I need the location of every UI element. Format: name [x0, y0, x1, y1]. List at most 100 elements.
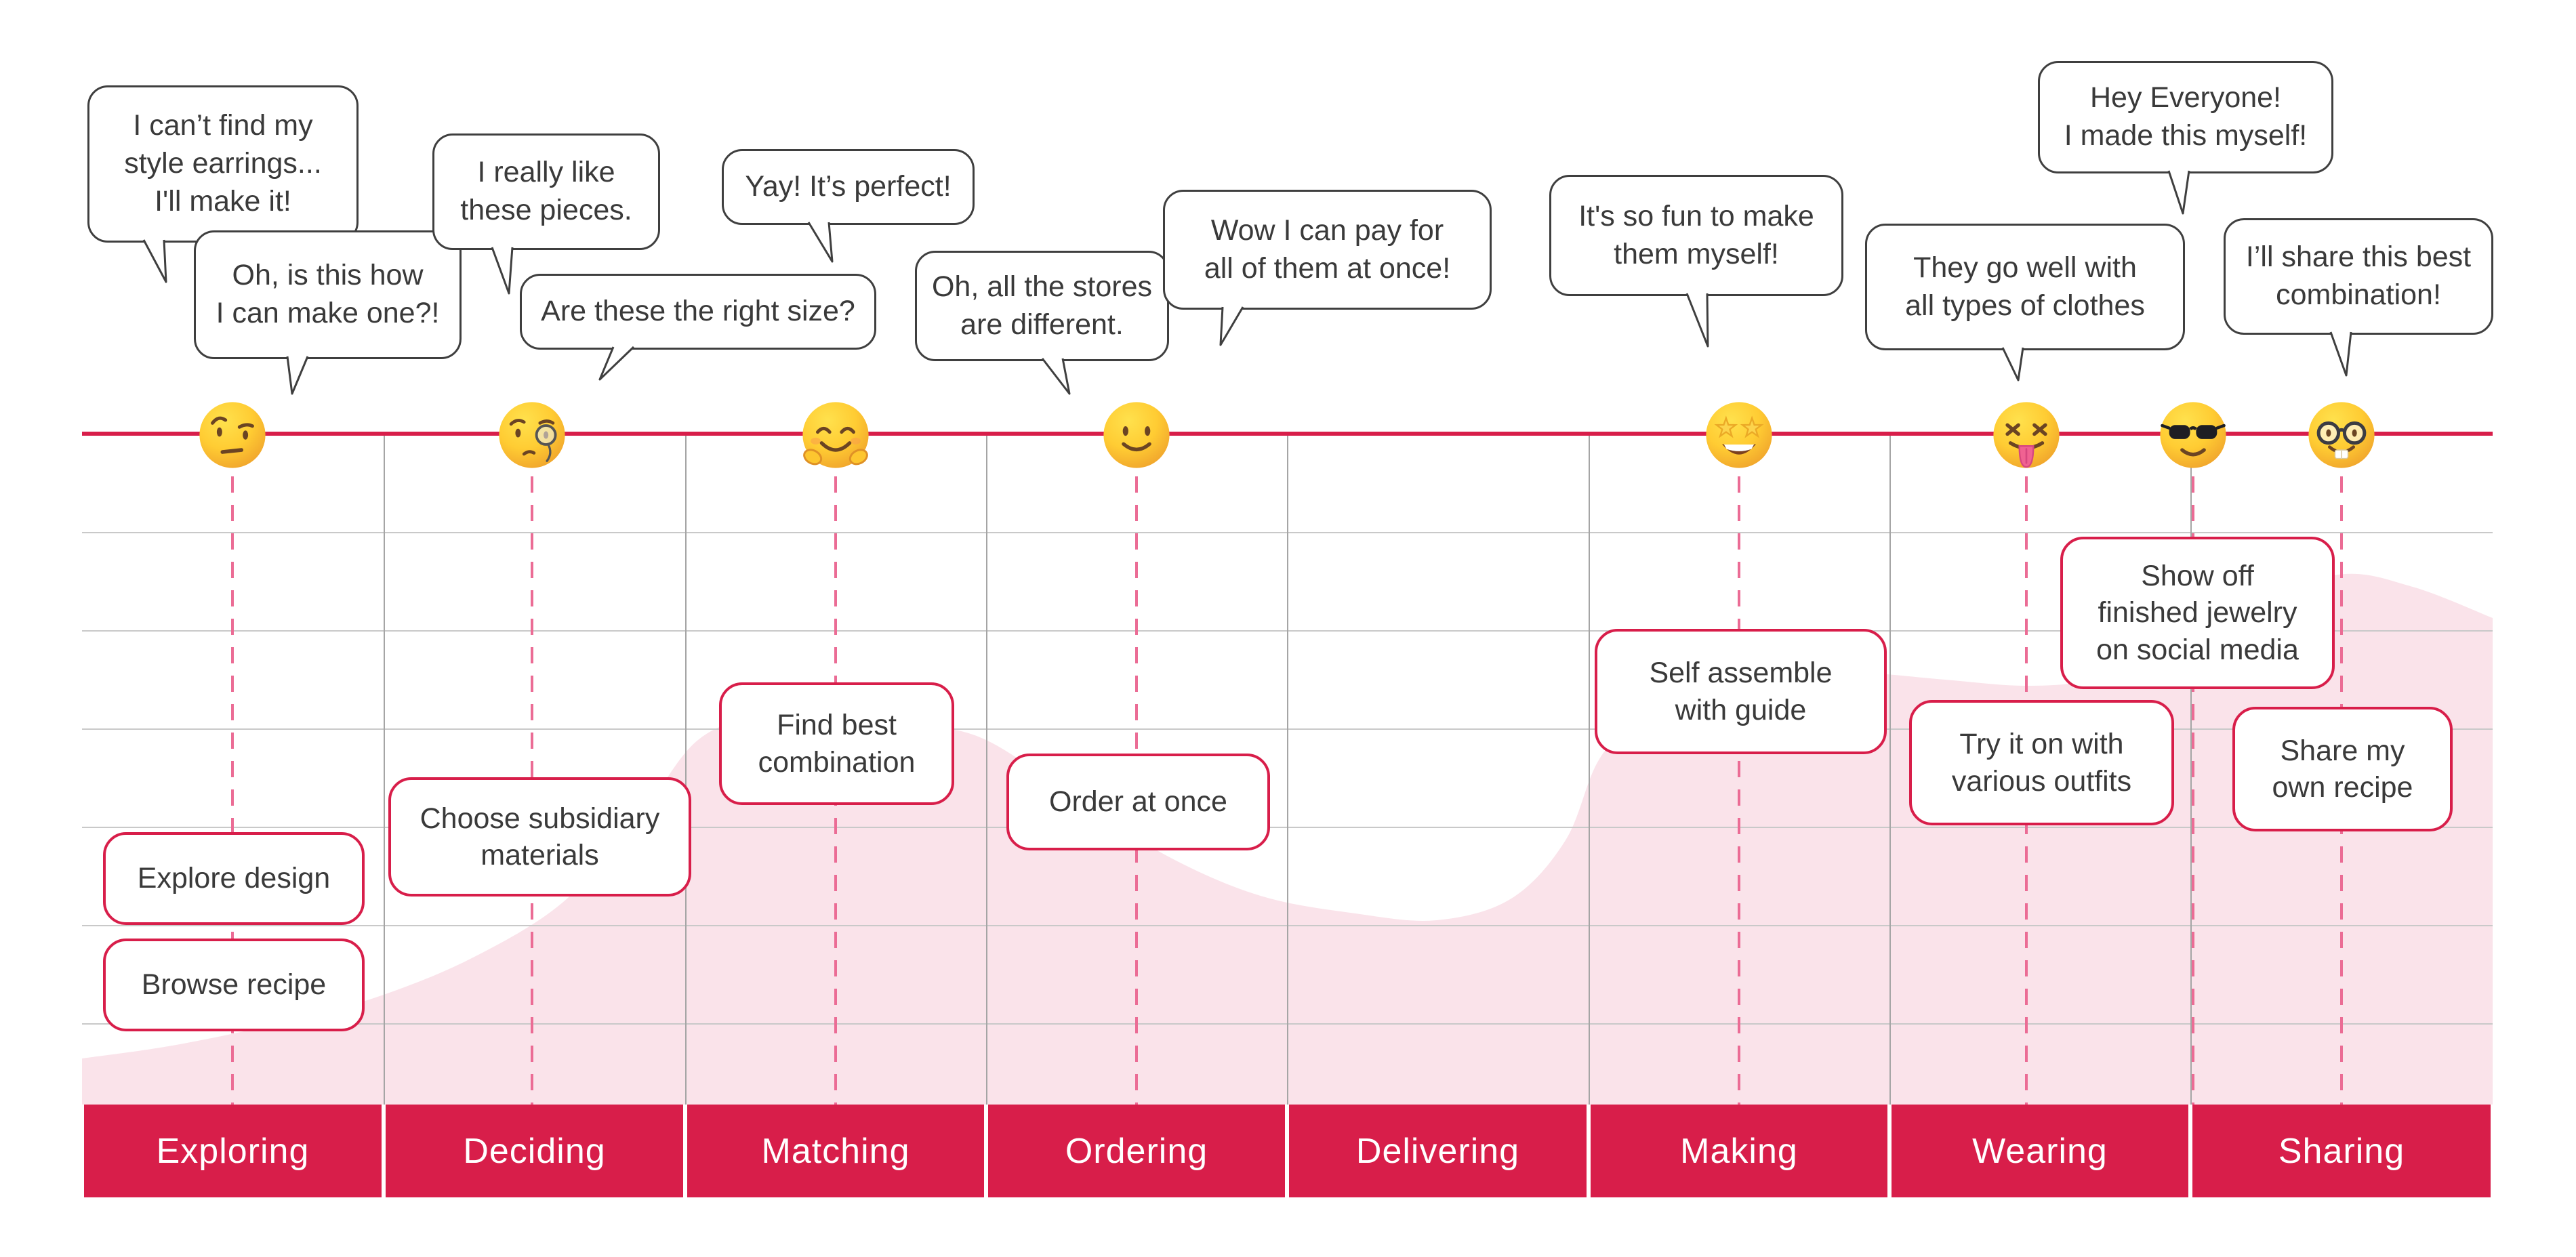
face-with-monocle-emoji	[496, 399, 568, 471]
slightly-smiling-face-emoji	[1101, 399, 1172, 471]
stage-boundary-gridline	[1889, 434, 1891, 1105]
stage-label: Ordering	[1065, 1131, 1208, 1171]
star-struck-face-emoji	[1703, 399, 1775, 471]
stage-cell-making: Making	[1591, 1105, 1887, 1197]
speech-bubble-stores-different: Oh, all the stores are different.	[915, 251, 1169, 395]
speech-bubble-tail	[286, 356, 309, 395]
stage-cell-delivering: Delivering	[1289, 1105, 1587, 1197]
hugging-face-emoji	[800, 399, 872, 471]
stage-label: Matching	[761, 1131, 910, 1171]
smiling-face-with-sunglasses-emoji	[2157, 399, 2229, 471]
action-box-text-line: on social media	[2096, 633, 2299, 666]
stage-boundary-gridline	[1287, 434, 1288, 1105]
action-box-text-line: Show off	[2141, 560, 2254, 593]
action-box-text-line: Share my	[2280, 734, 2405, 767]
speech-bubble-go-well-clothes: They go well with all types of clothes	[1865, 224, 2185, 382]
speech-bubble-text-line: all of them at once!	[1204, 251, 1451, 285]
speech-bubble-text-line: them myself!	[1614, 237, 1779, 270]
stage-label: Wearing	[1972, 1131, 2108, 1171]
stage-cell-sharing: Sharing	[2192, 1105, 2491, 1197]
squinting-face-with-tongue-emoji	[1990, 399, 2062, 471]
action-box-text-line: combination	[758, 745, 916, 779]
speech-bubble-hey-everyone: Hey Everyone! I made this myself!	[2038, 61, 2333, 215]
stage-cell-exploring: Exploring	[84, 1105, 382, 1197]
action-box-text-line: Try it on with	[1959, 728, 2124, 761]
speech-bubble-text-line: combination!	[2276, 279, 2441, 311]
stage-label: Exploring	[156, 1131, 310, 1171]
speech-bubble-right-size: Are these the right size?	[520, 274, 876, 381]
speech-bubble-really-like-pieces: I really like these pieces.	[432, 133, 660, 295]
stage-label: Making	[1680, 1131, 1798, 1171]
nerd-face-emoji	[2306, 399, 2377, 471]
stage-boundary-gridline	[384, 434, 385, 1105]
speech-bubble-tail	[2001, 347, 2024, 382]
stage-cell-wearing: Wearing	[1892, 1105, 2188, 1197]
action-box-text-line: finished jewelry	[2098, 596, 2297, 630]
stage-boundary-gridline	[2190, 434, 2192, 1105]
speech-bubble-tail	[1685, 293, 1709, 348]
action-box-text-line: various outfits	[1951, 764, 2132, 798]
stage-label: Deciding	[463, 1131, 606, 1171]
speech-bubble-text-line: are different.	[960, 308, 1124, 341]
speech-bubble-tail	[807, 222, 834, 263]
speech-bubble-text-line: I can make one?!	[216, 297, 440, 329]
stage-cell-ordering: Ordering	[988, 1105, 1285, 1197]
speech-bubble-tail	[491, 247, 514, 295]
stage-label: Sharing	[2278, 1131, 2405, 1171]
speech-bubble-text-line: Oh, is this how	[232, 259, 424, 292]
speech-bubble-text-line: Are these the right size?	[541, 295, 855, 328]
speech-bubble-text-line: I can’t find my	[133, 109, 313, 142]
action-box-share-my-own-recipe: Share my own recipe	[2232, 707, 2453, 831]
speech-bubble-text-line: I really like	[477, 156, 615, 189]
emotion-baseline	[82, 432, 2493, 436]
speech-bubble-text-line: It's so fun to make	[1578, 199, 1814, 232]
speech-bubble-fun-to-make: It's so fun to make them myself!	[1549, 175, 1843, 348]
dashed-guide-line	[231, 476, 234, 1105]
speech-bubble-text-line: Oh, all the stores	[931, 270, 1153, 303]
action-box-text-line: Explore design	[137, 862, 331, 895]
stage-boundary-gridline	[685, 434, 687, 1105]
speech-bubble-text-line: Yay! It’s perfect!	[745, 170, 952, 203]
speech-bubble-tail	[2167, 170, 2190, 215]
speech-bubble-text-line: all types of clothes	[1905, 289, 2145, 322]
speech-bubble-tail	[1041, 358, 1071, 395]
speech-bubble-tail	[142, 239, 167, 283]
action-box-text-line: Find best	[777, 709, 897, 742]
stage-boundary-gridline	[986, 434, 987, 1105]
speech-bubble-text-line: I made this myself!	[2064, 119, 2308, 152]
stage-boundary-gridline	[1589, 434, 1590, 1105]
action-box-text-line: materials	[481, 839, 599, 871]
speech-bubble-text-line: They go well with	[1913, 251, 2137, 284]
action-box-text-line: with guide	[1675, 693, 1807, 726]
speech-bubble-text-line: I’ll share this best	[2245, 241, 2472, 274]
speech-bubble-tail	[2329, 331, 2352, 377]
action-box-text-line: own recipe	[2272, 771, 2413, 804]
speech-bubble-text-line: I'll make it!	[155, 184, 291, 218]
speech-bubble-pay-at-once: Wow I can pay for all of them at once!	[1163, 190, 1492, 346]
speech-bubble-how-can-make: Oh, is this how I can make one?!	[194, 230, 462, 395]
speech-bubble-tail	[1219, 306, 1244, 346]
speech-bubble-text-line: these pieces.	[460, 194, 632, 226]
action-box-order-at-once: Order at once	[1006, 754, 1270, 850]
action-box-text-line: Browse recipe	[141, 968, 327, 1002]
speech-bubble-text-line: Hey Everyone!	[2089, 81, 2282, 115]
action-box-text-line: Order at once	[1049, 785, 1227, 819]
speech-bubble-yay-perfect: Yay! It’s perfect!	[722, 149, 975, 263]
action-box-explore-design: Explore design	[103, 832, 365, 925]
dashed-guide-line	[1738, 476, 1740, 1105]
stage-label: Delivering	[1355, 1131, 1520, 1171]
speech-bubble-text-line: Wow I can pay for	[1210, 213, 1444, 247]
speech-bubble-tail	[598, 346, 635, 381]
speech-bubble-share-best-combination: I’ll share this best combination!	[2224, 218, 2493, 377]
action-box-text-line: Self assemble	[1649, 657, 1833, 690]
